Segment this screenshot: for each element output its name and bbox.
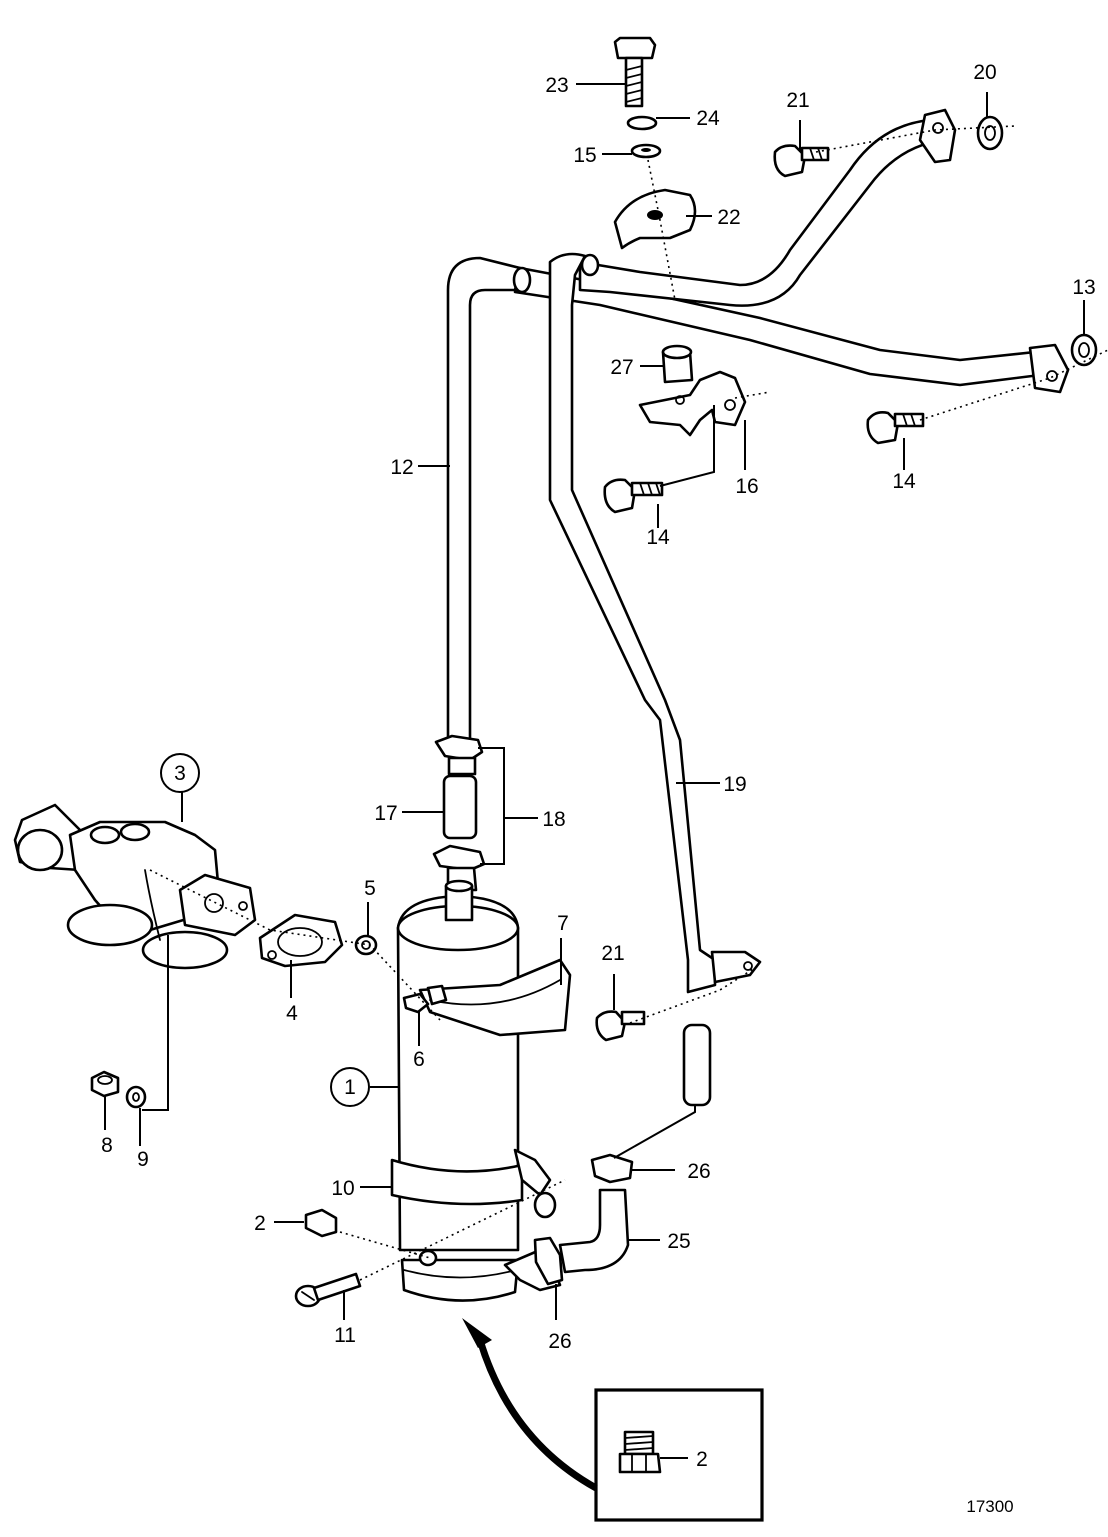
inset-detail-box [594,1388,764,1522]
callout-13: 13 [1072,276,1095,299]
leader-16-bracket [659,405,715,487]
assembly-axis-3 [149,869,441,1021]
callout-27: 27 [610,356,633,379]
bolt-23 [613,36,657,108]
gasket-4 [258,913,344,968]
assembly-axis-11 [359,1179,566,1281]
thermostat-housing-3 [13,803,257,970]
figure-reference-number: 17300 [966,1497,1013,1516]
callout-3: 3 [174,762,186,785]
callout-6: 6 [413,1048,425,1071]
callout-11: 11 [334,1324,356,1347]
hose-25 [558,1188,630,1274]
callout-14-right: 14 [892,470,916,493]
hose-clamp-18-upper [434,734,484,776]
callout-18: 18 [542,808,565,831]
callout-20: 20 [973,61,996,84]
callout-10: 10 [331,1177,354,1200]
washer-9 [125,1085,147,1109]
drain-plug-2-detail [618,1430,662,1474]
pipe-19 [548,252,762,994]
callout-circle-3 [160,753,200,793]
callout-2: 2 [254,1212,266,1235]
bolt-21-lower [595,1010,646,1042]
flange-13-end [1028,343,1070,394]
leader-9-bracket [142,935,169,1111]
callout-4: 4 [286,1002,298,1025]
callout-19: 19 [723,773,746,796]
bolt-21-top [773,144,830,178]
callout-21-top: 21 [786,89,809,112]
callout-1: 1 [344,1076,356,1099]
callout-21-lower: 21 [601,942,624,965]
detail-arrow [462,1318,598,1492]
hose-clamp-26-lower [533,1236,564,1286]
pipe-12 [446,256,522,742]
callout-26-upper: 26 [687,1160,710,1183]
assembly-axis-21-top [815,125,1016,153]
nut-8 [90,1070,120,1098]
assembly-axis-21-lower [629,965,759,1024]
oil-cooler-1 [390,879,572,1302]
callout-12: 12 [390,456,413,479]
hose-clamp-26-upper [590,1153,634,1184]
callout-16: 16 [735,475,758,498]
callout-7: 7 [557,912,569,935]
washer-20 [976,115,1004,151]
bolt-14-right [866,411,925,445]
leader-18 [478,747,538,865]
screw-6 [402,984,448,1014]
callout-15: 15 [573,144,596,167]
washer-13 [1070,333,1098,367]
washer-24 [626,115,658,131]
callout-labels: 1 3 2 2 4 5 6 7 8 9 10 11 12 13 14 14 15… [101,61,1096,1516]
callout-8: 8 [101,1134,113,1157]
bolt-14-center [603,478,664,514]
callout-14-center: 14 [646,526,670,549]
screw-11 [294,1272,362,1308]
assembly-axis-23 [647,159,676,301]
drain-plug-2 [304,1208,338,1238]
callout-circle-1 [330,1067,370,1107]
callout-24: 24 [696,107,720,130]
clamp-22 [613,188,697,250]
o-ring-5 [354,934,378,956]
hose-section-19-lower [682,1023,712,1107]
leader-26-to-hose [613,1105,696,1159]
hose-17 [442,774,478,840]
callout-9: 9 [137,1148,149,1171]
pipe-to-flange-20 [578,108,957,307]
callout-25: 25 [667,1230,690,1253]
bushing-27 [661,344,694,384]
callout-26-lower: 26 [548,1330,571,1353]
bracket-16 [638,370,747,437]
callout-2-inset: 2 [696,1448,708,1471]
callout-17: 17 [374,802,397,825]
callout-23: 23 [545,74,568,97]
callout-22: 22 [717,206,740,229]
callout-5: 5 [364,877,376,900]
